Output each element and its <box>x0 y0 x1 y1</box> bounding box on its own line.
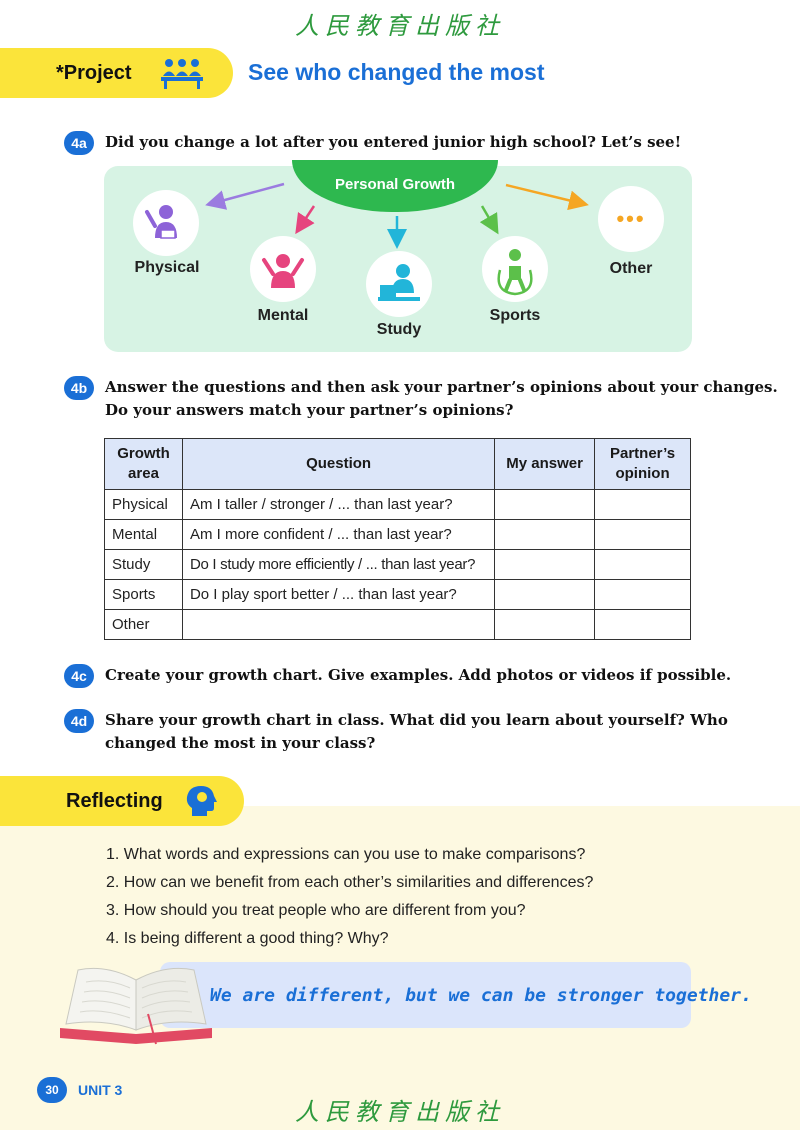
row-area: Sports <box>104 579 183 610</box>
reflecting-questions: 1. What words and expressions can you us… <box>106 841 593 953</box>
growth-table: Growth area Question My answer Partner’s… <box>104 438 691 640</box>
area-label-sports: Sports <box>489 307 541 324</box>
group-people-icon <box>161 59 203 89</box>
task-4b-line2: Do your answers match your partner’s opi… <box>105 401 514 419</box>
table-row: Physical Am I taller / stronger / ... th… <box>104 489 691 520</box>
head-lightbulb-icon <box>186 782 217 816</box>
task-badge-4a: 4a <box>64 131 94 155</box>
arrow-to-other <box>505 183 589 211</box>
publisher-logo-top: 人民教育出版社 <box>295 12 505 40</box>
more-dots-icon: ••• <box>616 206 646 231</box>
area-label-other: Other <box>609 260 653 277</box>
header-question: Question <box>181 438 496 490</box>
arrow-to-sports <box>479 205 499 235</box>
row-my-answer[interactable] <box>494 609 596 640</box>
study-circle <box>366 251 432 317</box>
row-partner-opinion[interactable] <box>594 549 691 580</box>
study-icon <box>378 264 420 301</box>
sports-circle <box>482 236 548 302</box>
row-my-answer[interactable] <box>494 549 596 580</box>
row-area: Study <box>104 549 183 580</box>
arrow-to-physical <box>205 182 285 210</box>
reflecting-question: 1. What words and expressions can you us… <box>106 846 586 863</box>
task-4b-text: Answer the questions and then ask your p… <box>105 376 778 422</box>
page-number: 30 <box>37 1077 67 1103</box>
row-partner-opinion[interactable] <box>594 579 691 610</box>
area-label-physical: Physical <box>134 259 200 276</box>
project-label: *Project <box>56 62 132 84</box>
row-my-answer[interactable] <box>494 519 596 550</box>
task-4d-text: Share your growth chart in class. What d… <box>105 709 728 755</box>
mental-icon <box>262 254 304 288</box>
area-label-study: Study <box>376 321 422 338</box>
jump-rope-icon <box>497 249 533 296</box>
open-book-icon <box>60 967 212 1045</box>
reflecting-question: 2. How can we benefit from each other’s … <box>106 874 594 891</box>
task-badge-4b: 4b <box>64 376 94 400</box>
unit-label: UNIT 3 <box>78 1082 123 1098</box>
physical-icon <box>145 205 177 239</box>
row-partner-opinion[interactable] <box>594 489 691 520</box>
header-growth-area: Growth area <box>104 438 183 490</box>
table-row: Other <box>104 609 691 640</box>
row-question: Do I study more efficiently / ... than l… <box>181 549 496 580</box>
row-my-answer[interactable] <box>494 579 596 610</box>
project-title: See who changed the most <box>248 59 545 85</box>
motto-banner <box>160 962 691 1028</box>
task-badge-4c: 4c <box>64 664 94 688</box>
motto-text: We are different, but we can be stronger… <box>210 985 752 1006</box>
table-row: Mental Am I more confident / ... than la… <box>104 519 691 550</box>
physical-circle <box>133 190 199 256</box>
publisher-logo-bottom: 人民教育出版社 <box>295 1098 505 1126</box>
row-area: Mental <box>104 519 183 550</box>
task-4d-line1: Share your growth chart in class. What d… <box>105 711 728 729</box>
reflecting-label: Reflecting <box>66 790 163 812</box>
growth-arrows <box>205 182 589 249</box>
row-question: Do I play sport better / ... than last y… <box>181 579 496 610</box>
growth-diagram-title: Personal Growth <box>334 176 456 193</box>
task-4b-line1: Answer the questions and then ask your p… <box>105 378 778 396</box>
row-area: Physical <box>104 489 183 520</box>
header-my-answer: My answer <box>494 438 596 490</box>
reflecting-question: 4. Is being different a good thing? Why? <box>106 930 389 947</box>
other-circle: ••• <box>598 186 664 252</box>
row-partner-opinion[interactable] <box>594 609 691 640</box>
table-row: Study Do I study more efficiently / ... … <box>104 549 691 580</box>
row-question: Am I more confident / ... than last year… <box>181 519 496 550</box>
task-4d-line2: changed the most in your class? <box>105 734 376 752</box>
arrow-to-mental <box>295 205 316 235</box>
task-4a-text: Did you change a lot after you entered j… <box>105 133 682 151</box>
row-question: Am I taller / stronger / ... than last y… <box>181 489 496 520</box>
table-row: Sports Do I play sport better / ... than… <box>104 579 691 610</box>
row-my-answer[interactable] <box>494 489 596 520</box>
reflecting-question: 3. How should you treat people who are d… <box>106 902 526 919</box>
mental-circle <box>250 236 316 302</box>
row-partner-opinion[interactable] <box>594 519 691 550</box>
row-question[interactable] <box>181 609 496 640</box>
area-label-mental: Mental <box>257 307 309 324</box>
task-4c-text: Create your growth chart. Give examples.… <box>105 666 732 684</box>
task-badge-4d: 4d <box>64 709 94 733</box>
row-area: Other <box>104 609 183 640</box>
header-partner-opinion: Partner’s opinion <box>594 438 691 490</box>
